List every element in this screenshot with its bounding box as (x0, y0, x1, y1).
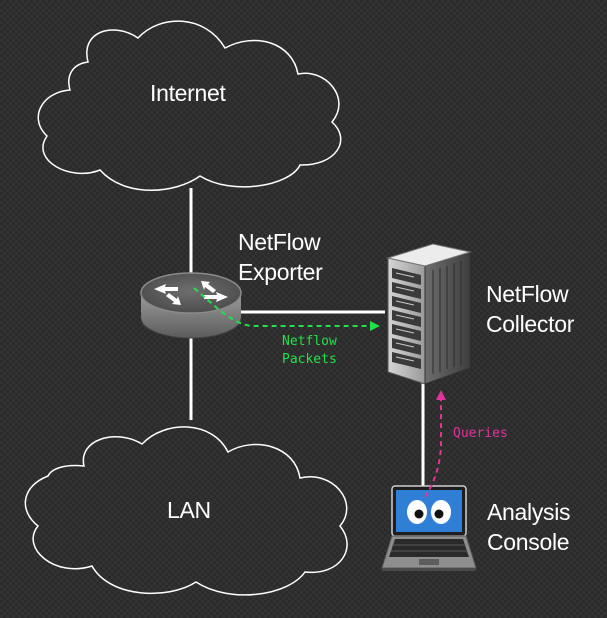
exporter-label-line1: NetFlow (238, 229, 321, 255)
collector-label-line1: NetFlow (486, 281, 569, 307)
eyes-icon (407, 500, 451, 524)
queries-label: Queries (453, 426, 508, 441)
exporter-label: NetFlow Exporter (238, 227, 323, 287)
internet-label: Internet (150, 80, 226, 106)
exporter-label-line2: Exporter (238, 259, 323, 285)
console-label-line1: Analysis (487, 499, 571, 525)
collector-label-line2: Collector (486, 311, 575, 337)
server-rack-icon (386, 243, 472, 385)
netflow-packets-line1: Netflow (282, 334, 337, 349)
collector-label: NetFlow Collector (486, 279, 574, 339)
router-icon (140, 272, 242, 339)
console-label: Analysis Console (487, 497, 571, 557)
netflow-packets-label: Netflow Packets (282, 333, 337, 369)
netflow-packets-line2: Packets (282, 352, 337, 367)
lan-cloud-icon (24, 426, 348, 596)
lan-label: LAN (167, 497, 211, 523)
network-links (189, 188, 425, 488)
laptop-icon (381, 485, 477, 571)
internet-cloud-icon (37, 20, 342, 191)
console-label-line2: Console (487, 529, 570, 555)
queries-arrow (424, 390, 446, 498)
